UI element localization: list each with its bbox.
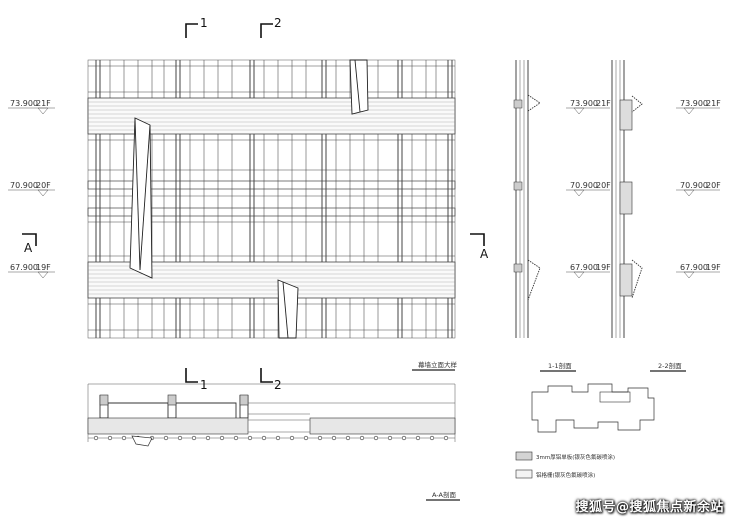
legend-swatch bbox=[515, 469, 533, 479]
svg-text:1: 1 bbox=[200, 16, 208, 30]
section-2: 73.900 21F 70.900 20F 67.900 19F 2-2剖面 bbox=[611, 60, 721, 372]
legend: 3mm厚铝单板(银灰色氟碳喷涂) 铝格栅(银灰色氟碳喷涂) bbox=[515, 451, 615, 479]
svg-text:2: 2 bbox=[274, 378, 282, 392]
section-a-title: A-A剖面 bbox=[432, 490, 456, 499]
section-marker-a-left: A bbox=[22, 233, 37, 255]
section-marker-1-bottom: 1 bbox=[185, 368, 208, 392]
mullion-dots bbox=[93, 435, 449, 441]
section-1-title: 1-1剖面 bbox=[548, 361, 572, 370]
level-label: 70.900 bbox=[10, 181, 38, 190]
legend-swatch bbox=[515, 451, 533, 461]
level-label: 73.900 bbox=[10, 99, 38, 108]
section-1: 73.900 21F 70.900 20F 67.900 19F 1-1剖面 bbox=[513, 60, 611, 372]
level-floor: 21F bbox=[36, 99, 51, 108]
svg-text:19F: 19F bbox=[596, 263, 611, 272]
plan-section-a: 1 2 A-A剖面 bbox=[87, 368, 460, 501]
svg-text:73.900: 73.900 bbox=[680, 99, 708, 108]
svg-text:73.900: 73.900 bbox=[570, 99, 598, 108]
section-marker-1-top: 1 bbox=[185, 16, 208, 38]
section-marker-a-right: A bbox=[470, 233, 489, 261]
elevation-title: 幕墙立面大样 bbox=[418, 360, 458, 369]
svg-text:21F: 21F bbox=[706, 99, 721, 108]
watermark: 搜狐号@搜狐焦点新余站 bbox=[575, 500, 724, 515]
svg-text:67.900: 67.900 bbox=[680, 263, 708, 272]
svg-text:67.900: 67.900 bbox=[570, 263, 598, 272]
svg-text:70.900: 70.900 bbox=[680, 181, 708, 190]
svg-text:2: 2 bbox=[274, 16, 282, 30]
svg-text:20F: 20F bbox=[596, 181, 611, 190]
section-2-title: 2-2剖面 bbox=[658, 361, 682, 370]
level-marks-s1: 73.900 21F 70.900 20F 67.900 19F bbox=[566, 99, 611, 279]
section-marker-2-top: 2 bbox=[260, 16, 282, 38]
key-plan bbox=[531, 383, 655, 433]
decorative-fin bbox=[129, 59, 369, 339]
level-floor: 20F bbox=[36, 181, 51, 190]
legend-label: 铝格栅(银灰色氟碳喷涂) bbox=[536, 471, 595, 479]
level-marks-left: 73.900 21F 70.900 20F 67.900 19F bbox=[8, 99, 55, 279]
svg-text:70.900: 70.900 bbox=[570, 181, 598, 190]
svg-text:21F: 21F bbox=[596, 99, 611, 108]
svg-text:A: A bbox=[24, 241, 33, 255]
svg-text:19F: 19F bbox=[706, 263, 721, 272]
facade-elevation: 73.900 21F 70.900 20F 67.900 19F 1 2 A bbox=[8, 16, 489, 371]
legend-label: 3mm厚铝单板(银灰色氟碳喷涂) bbox=[536, 453, 615, 461]
svg-text:1: 1 bbox=[200, 378, 208, 392]
section-marker-2-bottom: 2 bbox=[260, 368, 282, 392]
svg-text:20F: 20F bbox=[706, 181, 721, 190]
svg-text:A: A bbox=[480, 247, 489, 261]
level-floor: 19F bbox=[36, 263, 51, 272]
level-label: 67.900 bbox=[10, 263, 38, 272]
level-marks-s2: 73.900 21F 70.900 20F 67.900 19F bbox=[676, 99, 721, 279]
